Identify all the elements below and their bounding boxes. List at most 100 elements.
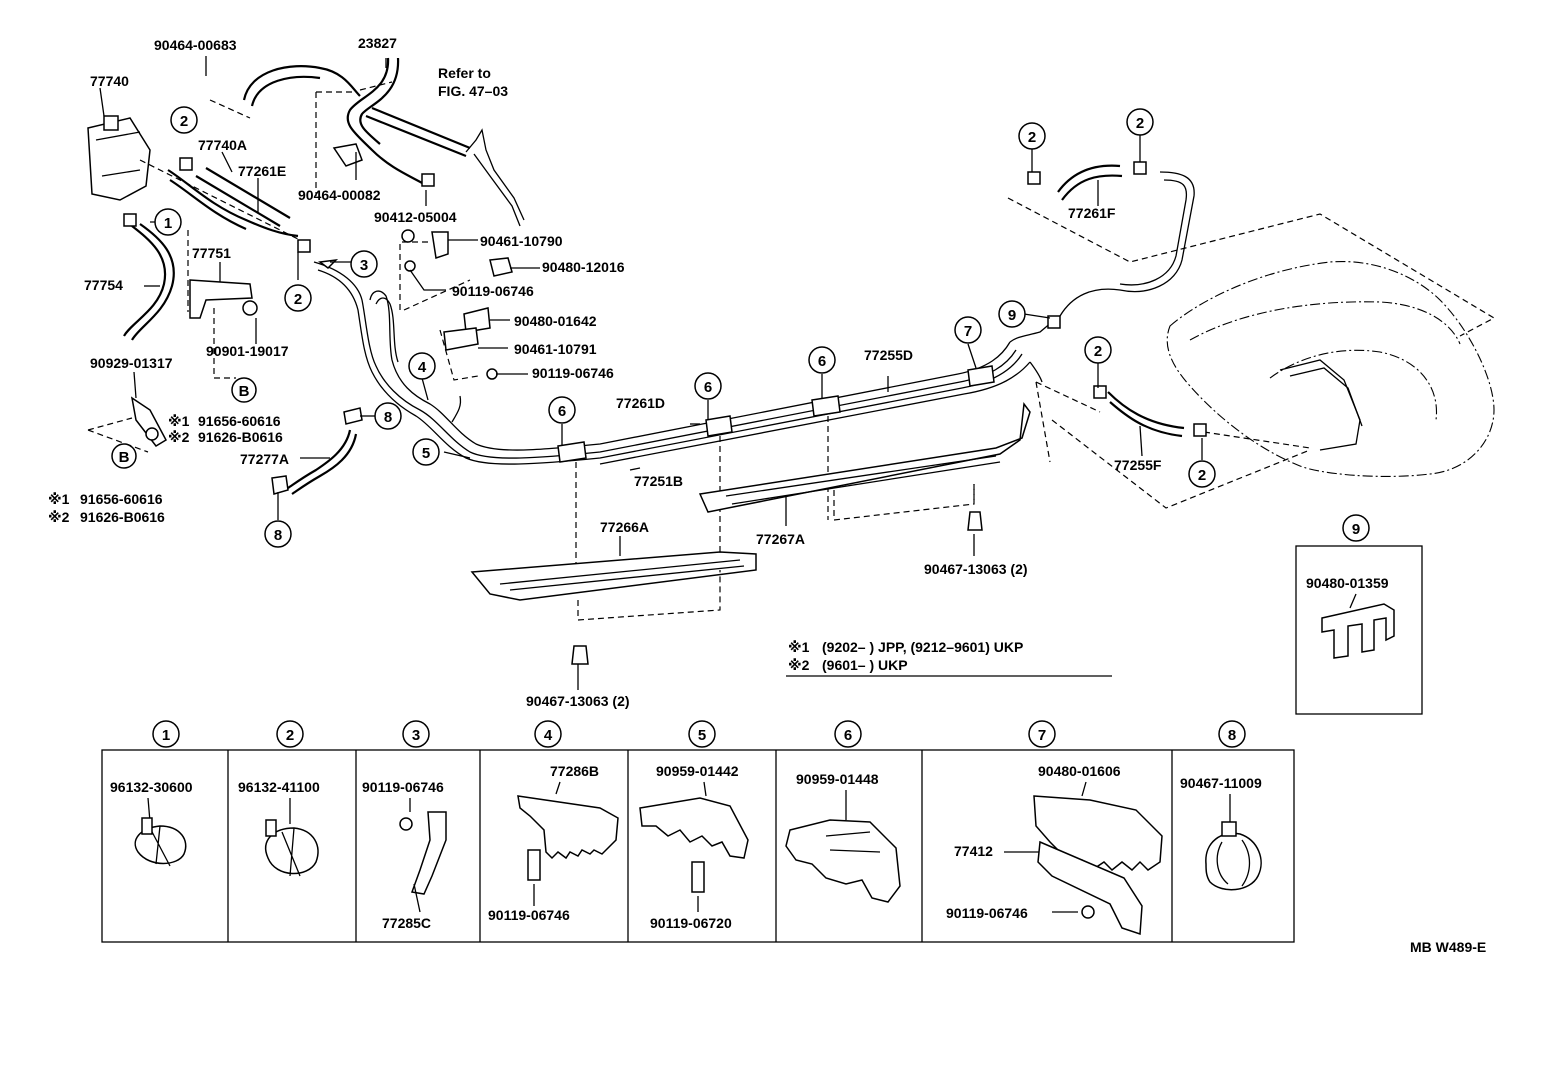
- svg-text:90119-06720: 90119-06720: [650, 915, 732, 931]
- svg-text:9: 9: [1008, 307, 1016, 324]
- svg-text:77412: 77412: [954, 843, 993, 859]
- callout-b-a: B: [231, 377, 257, 403]
- detail-cell-8: 8 90467-11009: [1180, 720, 1262, 891]
- label-77740: 77740: [90, 73, 129, 89]
- svg-text:2: 2: [180, 113, 188, 130]
- detail-cell-2: 2 96132-41100: [238, 720, 320, 877]
- label-77266a: 77266A: [600, 519, 649, 535]
- label-90461-10791: 90461-10791: [514, 341, 597, 357]
- leader-lines: [99, 56, 1203, 690]
- hose-77277a: [271, 407, 363, 495]
- label-90464-00082: 90464-00082: [298, 187, 381, 203]
- fuel-tank: [1051, 260, 1495, 509]
- svg-text:B: B: [239, 383, 250, 400]
- callout-2-b: 2: [284, 284, 312, 312]
- label-90929-01317: 90929-01317: [90, 355, 173, 371]
- callout-8-a: 8: [374, 402, 402, 430]
- svg-text:2: 2: [286, 727, 294, 744]
- svg-text:90959-01448: 90959-01448: [796, 771, 879, 787]
- svg-text:6: 6: [844, 727, 852, 744]
- label-23827: 23827: [358, 35, 397, 51]
- detail-cell-5: 5 90959-01442 90119-06720: [639, 720, 749, 931]
- label-fig-47-03: FIG. 47–03: [438, 83, 508, 99]
- label-77261e: 77261E: [238, 163, 286, 179]
- detail-table: 1 96132-30600 2 96132-41100 3 90119-0674…: [101, 720, 1295, 943]
- label-77754: 77754: [84, 277, 123, 293]
- svg-text:96132-41100: 96132-41100: [238, 779, 320, 795]
- label-90119-06746-b: 90119-06746: [532, 365, 614, 381]
- mark-1-b: ※1: [48, 491, 70, 507]
- callout-4: 4: [408, 352, 436, 380]
- detail-cell-1: 1 96132-30600: [110, 720, 193, 867]
- svg-text:2: 2: [294, 291, 302, 308]
- svg-text:3: 3: [360, 257, 368, 274]
- callout-6-b: 6: [694, 372, 722, 400]
- label-91626-b0616: 91626-B0616: [198, 429, 283, 445]
- svg-text:6: 6: [558, 403, 566, 420]
- svg-text:8: 8: [274, 527, 282, 544]
- label-90467-13063-b: 90467-13063 (2): [526, 693, 630, 709]
- svg-text:8: 8: [384, 409, 392, 426]
- mark-2-a: ※2: [168, 429, 190, 445]
- svg-text:1: 1: [162, 727, 170, 744]
- callout-7: 7: [954, 316, 982, 344]
- note-91656-60616: 91656-60616: [80, 491, 163, 507]
- label-77267a: 77267A: [756, 531, 805, 547]
- return-hose-77255f: [1093, 385, 1207, 438]
- label-90467-13063-a: 90467-13063 (2): [924, 561, 1028, 577]
- svg-text:96132-30600: 96132-30600: [110, 779, 193, 795]
- callout-markers: 2 1 2 3 4 8 5 8 6 6 6 7 9 2 2 2 2 B B: [111, 106, 1216, 548]
- svg-text:2: 2: [1198, 467, 1206, 484]
- callout-3: 3: [350, 250, 378, 278]
- svg-text:2: 2: [1136, 115, 1144, 132]
- center-clamps: [318, 229, 513, 380]
- svg-text:90119-06746: 90119-06746: [362, 779, 444, 795]
- svg-text:8: 8: [1228, 727, 1236, 744]
- label-90464-00683: 90464-00683: [154, 37, 237, 53]
- svg-text:6: 6: [818, 353, 826, 370]
- svg-text:5: 5: [698, 727, 706, 744]
- label-77740a: 77740A: [198, 137, 247, 153]
- svg-text:1: 1: [164, 215, 172, 232]
- label-90901-19017: 90901-19017: [206, 343, 289, 359]
- svg-text:9: 9: [1352, 521, 1360, 538]
- canister-assembly: [87, 99, 311, 453]
- label-77255d: 77255D: [864, 347, 913, 363]
- callout-6-c: 6: [808, 346, 836, 374]
- svg-text:90119-06746: 90119-06746: [946, 905, 1028, 921]
- label-90461-10790: 90461-10790: [480, 233, 563, 249]
- svg-text:90467-11009: 90467-11009: [1180, 775, 1262, 791]
- callout-2-f: 2: [1188, 460, 1216, 488]
- note-91626-b0616: 91626-B0616: [80, 509, 165, 525]
- callout-2-e: 2: [1084, 336, 1112, 364]
- label-77261f: 77261F: [1068, 205, 1116, 221]
- label-90119-06746-a: 90119-06746: [452, 283, 534, 299]
- svg-text:90480-01606: 90480-01606: [1038, 763, 1121, 779]
- callout-9: 9: [998, 300, 1026, 328]
- label-77277a: 77277A: [240, 451, 289, 467]
- detail-cell-4: 4 77286B 90119-06746: [488, 720, 619, 923]
- svg-text:77285C: 77285C: [382, 915, 431, 931]
- callout-2-a: 2: [170, 106, 198, 134]
- svg-text:90959-01442: 90959-01442: [656, 763, 739, 779]
- svg-text:2: 2: [1094, 343, 1102, 360]
- detail-9: 9 90480-01359: [1295, 514, 1423, 715]
- svg-text:77286B: 77286B: [550, 763, 599, 779]
- legend-mark-1: ※1: [788, 639, 810, 655]
- callout-5: 5: [412, 438, 440, 466]
- svg-text:7: 7: [964, 323, 972, 340]
- callout-2-d: 2: [1126, 108, 1154, 136]
- svg-text:3: 3: [412, 727, 420, 744]
- label-refer-to: Refer to: [438, 65, 491, 81]
- callout-b-b: B: [111, 443, 137, 469]
- label-77751: 77751: [192, 245, 231, 261]
- detail-9-part: 90480-01359: [1306, 575, 1389, 591]
- legend-row-1: (9202– ) JPP, (9212–9601) UKP: [822, 639, 1023, 655]
- svg-text:B: B: [119, 449, 130, 466]
- callout-2-c: 2: [1018, 122, 1046, 150]
- svg-text:5: 5: [422, 445, 430, 462]
- callout-6-a: 6: [548, 396, 576, 424]
- callout-8-b: 8: [264, 520, 292, 548]
- label-90480-12016: 90480-12016: [542, 259, 625, 275]
